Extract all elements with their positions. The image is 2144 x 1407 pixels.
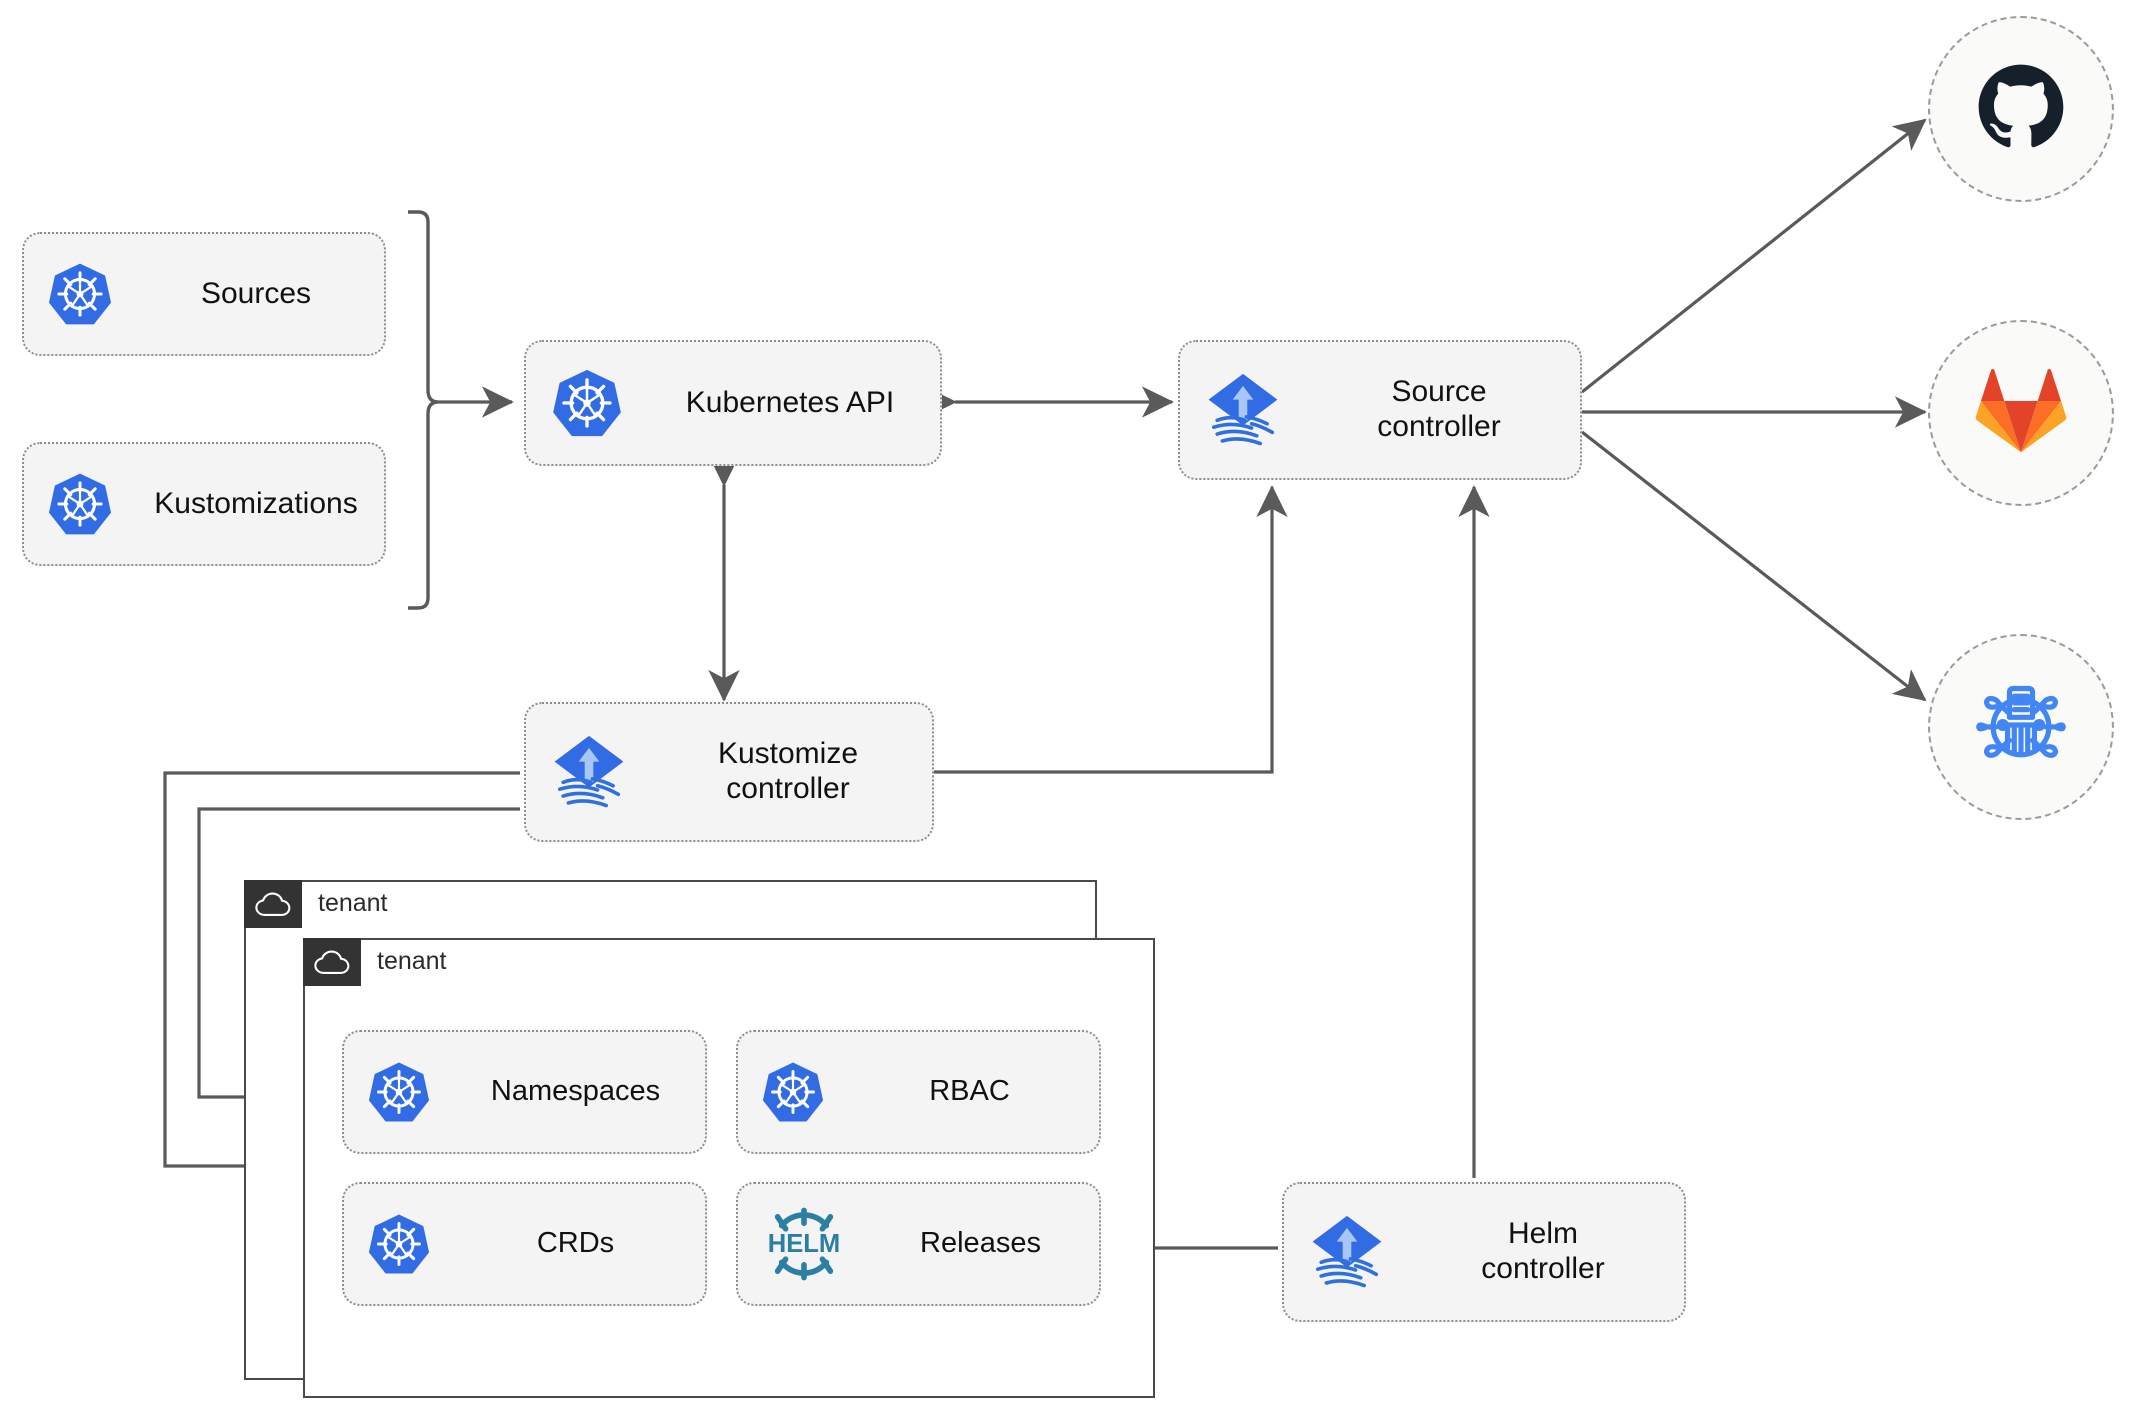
tenant-label-inner: tenant [377,947,447,975]
cloud-icon [243,879,302,928]
node-label: Kustomize controller [717,737,859,805]
kubernetes-icon [344,1212,454,1276]
helm-icon: HELM [738,1204,870,1284]
provider-oci-registry[interactable] [1928,634,2114,820]
node-helm-controller[interactable]: Helm controller [1282,1182,1686,1322]
node-label: Source controller [1377,375,1501,443]
node-label: Releases [920,1227,1041,1260]
kubernetes-icon [24,261,136,327]
node-source-controller[interactable]: Source controller [1178,340,1582,480]
node-label: Kustomizations [154,486,358,520]
gitlab-icon [1975,367,2067,460]
node-crds[interactable]: CRDs [342,1182,707,1306]
node-label: Helm controller [1481,1217,1605,1285]
kubernetes-icon [738,1060,848,1124]
kubernetes-icon [24,471,136,537]
node-kubernetes-api[interactable]: Kubernetes API [524,340,942,466]
flux-icon [526,729,652,815]
node-namespaces[interactable]: Namespaces [342,1030,707,1154]
node-label: Sources [200,276,312,310]
node-label: Kubernetes API [685,385,895,419]
kubernetes-icon [526,367,648,439]
provider-gitlab[interactable] [1928,320,2114,506]
tenant-label-outer: tenant [318,889,388,917]
flux-icon [1180,367,1306,453]
svg-text:HELM: HELM [768,1230,841,1258]
kubernetes-icon [344,1060,454,1124]
provider-github[interactable] [1928,16,2114,202]
node-rbac[interactable]: RBAC [736,1030,1101,1154]
tenant-container-inner: tenant [302,937,1155,1398]
node-kustomize-controller[interactable]: Kustomize controller [524,702,934,842]
node-releases[interactable]: HELM Releases [736,1182,1101,1306]
oci-registry-icon [1973,677,2069,778]
github-icon [1975,61,2067,158]
node-kustomizations[interactable]: Kustomizations [22,442,386,566]
node-sources[interactable]: Sources [22,232,386,356]
flux-icon [1284,1209,1410,1295]
cloud-icon [302,937,361,986]
node-label: CRDs [536,1227,615,1260]
node-label: RBAC [929,1075,1010,1108]
node-label: Namespaces [490,1075,661,1108]
